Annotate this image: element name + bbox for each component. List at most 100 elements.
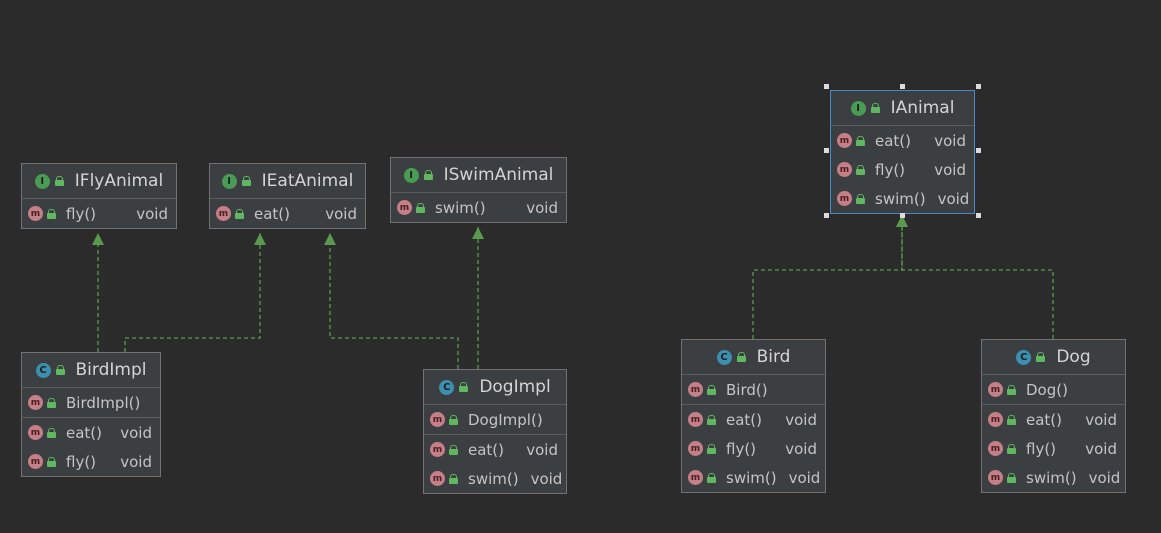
method-name: DogImpl() — [468, 410, 543, 429]
return-type: void — [1088, 468, 1121, 487]
public-lock-icon — [449, 414, 458, 425]
method-icon: m — [430, 442, 445, 457]
return-type: void — [325, 204, 357, 223]
public-lock-icon — [856, 193, 865, 204]
public-lock-icon — [47, 397, 56, 408]
method-row[interactable]: m swim() void — [982, 463, 1125, 492]
class-icon: C — [35, 362, 51, 378]
return-type: void — [526, 198, 558, 217]
node-title: BirdImpl — [75, 360, 147, 380]
method-icon: m — [988, 412, 1003, 427]
edge-dogimpl-to-iswimanimal — [472, 227, 484, 369]
arrowhead-icon — [324, 233, 336, 245]
selection-handle[interactable] — [899, 84, 905, 89]
class-icon: C — [1016, 349, 1032, 365]
edge-dog-to-ianimal — [896, 215, 1054, 339]
method-icon: m — [837, 162, 852, 177]
return-type: void — [785, 439, 817, 458]
return-type: void — [937, 189, 970, 208]
method-name: fly() — [66, 204, 97, 223]
return-type: void — [934, 131, 966, 150]
method-name: eat() — [875, 131, 912, 150]
method-icon: m — [988, 470, 1003, 485]
selection-handle[interactable] — [976, 213, 981, 218]
selection-handle[interactable] — [824, 213, 829, 218]
method-row[interactable]: m DogImpl() — [424, 405, 566, 434]
node-title: DogImpl — [479, 377, 551, 397]
public-lock-icon — [856, 164, 865, 175]
edge-bird-to-ianimal — [752, 215, 908, 339]
selection-handle[interactable] — [976, 148, 981, 153]
method-icon: m — [28, 395, 43, 410]
selection-handle[interactable] — [824, 148, 829, 153]
public-lock-icon — [47, 208, 56, 219]
public-lock-icon — [1007, 384, 1016, 395]
public-lock-icon — [1036, 352, 1046, 362]
method-name: swim() — [1026, 468, 1077, 487]
selection-handle[interactable] — [899, 213, 905, 218]
method-row[interactable]: m eat() void — [982, 405, 1125, 434]
method-icon: m — [397, 200, 412, 215]
public-lock-icon — [707, 472, 716, 483]
selection-handle[interactable] — [976, 84, 981, 89]
interface-icon: I — [221, 173, 237, 189]
method-icon: m — [688, 412, 703, 427]
public-lock-icon — [459, 382, 469, 392]
method-icon: m — [216, 206, 231, 221]
method-name: swim() — [726, 468, 777, 487]
public-lock-icon — [1007, 472, 1016, 483]
method-name: swim() — [875, 189, 926, 208]
method-icon: m — [688, 470, 703, 485]
return-type: void — [1085, 439, 1117, 458]
return-type: void — [785, 410, 817, 429]
member-section: m DogImpl() — [424, 405, 566, 435]
method-name: eat() — [1026, 410, 1063, 429]
public-lock-icon — [707, 384, 716, 395]
method-name: eat() — [726, 410, 763, 429]
public-lock-icon — [449, 444, 458, 455]
method-name: Dog() — [1026, 380, 1068, 399]
return-type: void — [1085, 410, 1117, 429]
selection-handle[interactable] — [824, 84, 829, 89]
interface-icon: I — [850, 100, 866, 116]
method-name: swim() — [468, 469, 519, 488]
method-row[interactable]: m eat() void — [682, 405, 825, 434]
return-type: void — [136, 204, 168, 223]
method-icon: m — [430, 412, 445, 427]
public-lock-icon — [47, 427, 56, 438]
public-lock-icon — [423, 170, 433, 180]
